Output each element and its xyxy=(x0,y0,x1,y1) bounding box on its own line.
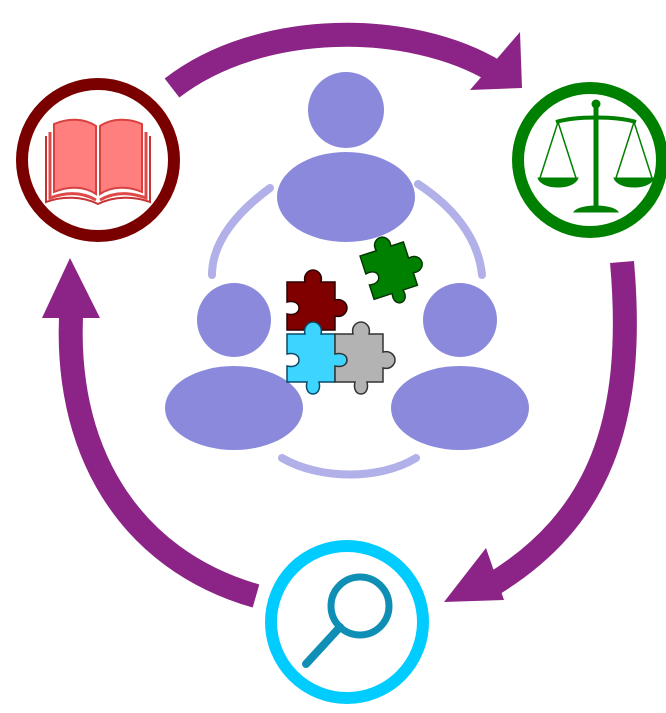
arrow-search-to-book xyxy=(58,299,260,608)
person-left-head xyxy=(197,283,271,357)
arrow-scales-to-search xyxy=(483,260,637,597)
arrow-head-search-to-book xyxy=(42,258,100,318)
cycle-arrows xyxy=(42,22,637,608)
node-book xyxy=(16,78,180,242)
node-search xyxy=(265,540,429,704)
puzzle-piece-green xyxy=(355,226,433,311)
magnifier-icon xyxy=(302,573,393,668)
arrow-head-book-to-scales xyxy=(470,32,522,90)
person-right-head xyxy=(423,283,497,357)
node-scales xyxy=(512,82,666,238)
arrow-head-scales-to-search xyxy=(444,548,504,602)
person-top-body xyxy=(277,152,415,242)
puzzle-pieces xyxy=(286,226,433,395)
person-left-body xyxy=(165,366,303,450)
person-top-head xyxy=(308,72,384,148)
scales-icon xyxy=(537,99,655,213)
person-right-body xyxy=(391,366,529,450)
puzzle-piece-blue xyxy=(286,321,348,395)
arrow-book-to-scales xyxy=(164,22,503,98)
book-icon xyxy=(45,118,151,206)
people-group-icon xyxy=(165,72,529,479)
